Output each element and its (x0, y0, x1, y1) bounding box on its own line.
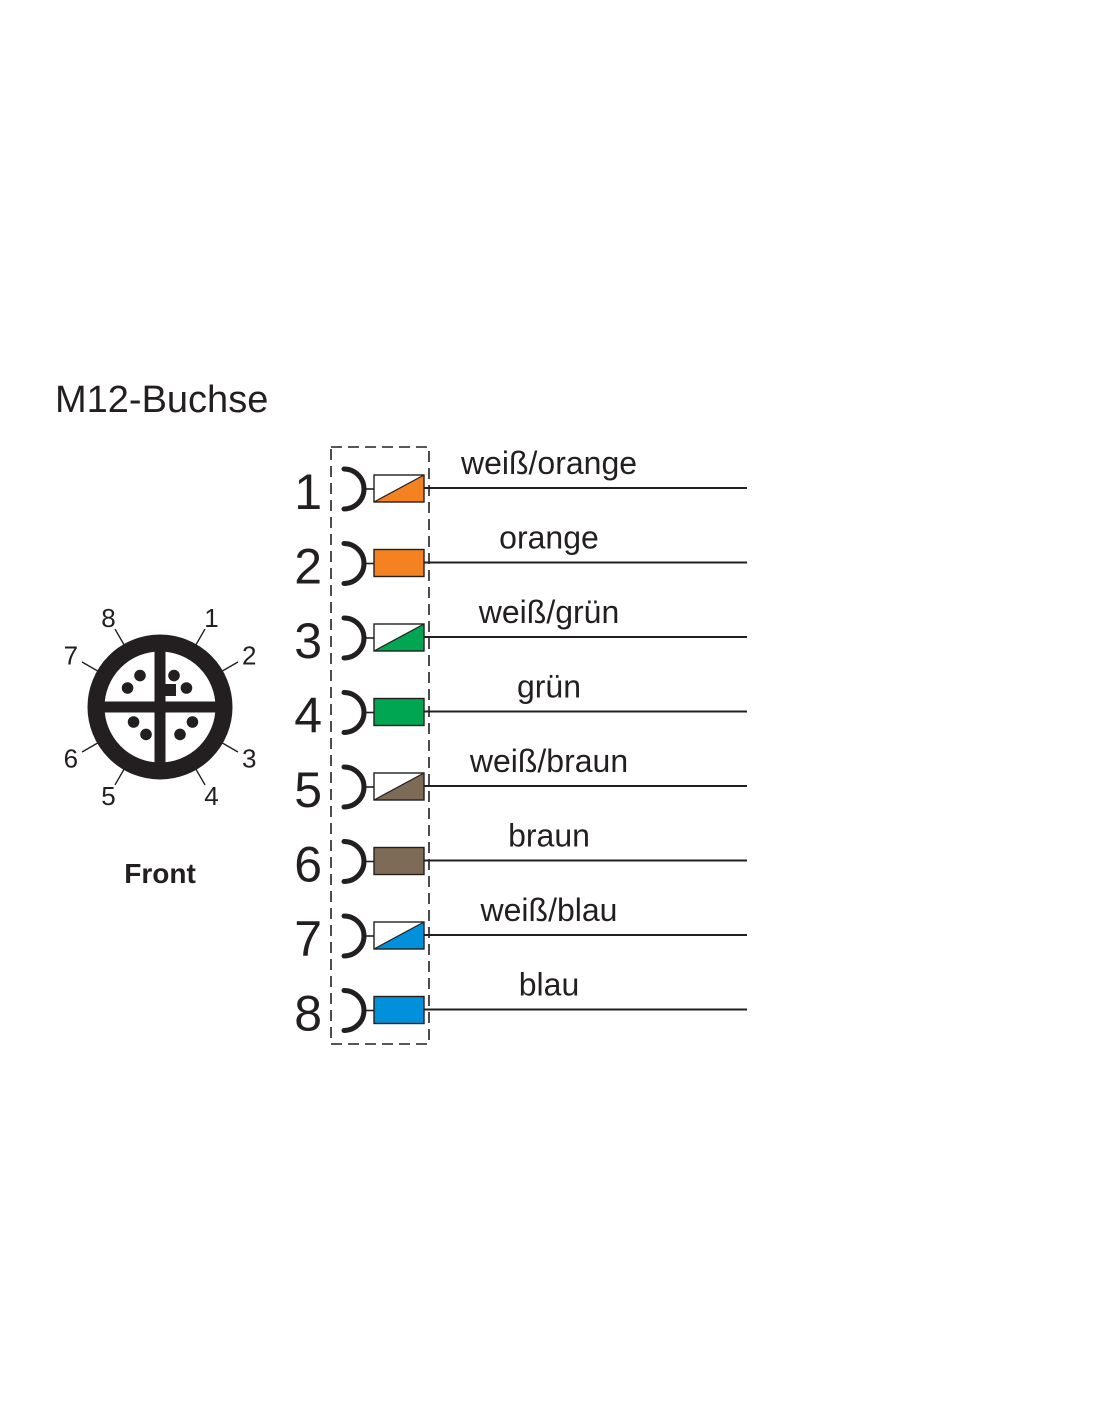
front-pin-number-8: 8 (101, 603, 115, 633)
wire-pin-number: 7 (294, 911, 322, 967)
contact-dot-4 (174, 728, 186, 741)
wire-pin-number: 8 (294, 986, 322, 1042)
front-pin-number-2: 2 (242, 641, 256, 671)
front-label: Front (124, 858, 196, 889)
contact-dot-6 (127, 716, 140, 728)
wire-pin-number: 3 (294, 613, 322, 669)
wire-pin-number: 1 (294, 464, 322, 520)
socket-contact-icon (341, 988, 367, 1033)
wire-stripe-divider (373, 623, 425, 652)
wire-color-label: weiß/blau (480, 892, 618, 928)
connector-key (160, 684, 176, 696)
front-pin-number-3: 3 (242, 744, 256, 774)
wire-stripe-divider (373, 921, 425, 950)
contact-dot-8 (134, 669, 146, 682)
socket-contact-icon (341, 913, 367, 959)
wire-pin-number: 4 (294, 688, 322, 744)
wire-color-label: weiß/orange (460, 445, 637, 481)
contact-dot-2 (180, 682, 193, 694)
wire-color-label: braun (508, 818, 590, 854)
wire-row-1: 1 weiß/orange (294, 445, 747, 520)
contact-dot-1 (168, 669, 180, 682)
diagram-title: M12-Buchse (55, 379, 268, 421)
wire-color-label: orange (499, 520, 599, 556)
wire-color-label: blau (519, 967, 580, 1003)
wire-color-label: weiß/braun (469, 743, 628, 779)
wire-pin-number: 5 (294, 762, 322, 818)
socket-contact-icon (341, 541, 367, 586)
wire-row-8: 8 blau (294, 967, 747, 1042)
contact-dot-5 (140, 728, 152, 741)
wire-row-3: 3 weiß/grün (294, 594, 747, 669)
socket-contact-icon (341, 466, 367, 512)
socket-contact-icon (341, 690, 367, 735)
socket-contact-icon (341, 615, 367, 661)
front-pin-number-5: 5 (101, 781, 115, 811)
contact-dot-3 (186, 716, 199, 728)
socket-contact-icon (341, 764, 367, 810)
wire-color-swatch (373, 846, 425, 876)
front-pin-number-7: 7 (64, 641, 78, 671)
wire-row-4: 4 grün (294, 669, 747, 744)
wire-row-7: 7 weiß/blau (294, 892, 747, 967)
front-pin-number-1: 1 (204, 603, 218, 633)
wire-pin-number: 2 (294, 539, 322, 595)
wire-row-2: 2 orange (294, 520, 747, 595)
contact-dot-7 (121, 682, 134, 694)
wire-pin-number: 6 (294, 837, 322, 893)
front-pin-number-4: 4 (204, 781, 218, 811)
wire-color-label: grün (517, 669, 581, 705)
wire-row-5: 5 weiß/braun (294, 743, 747, 818)
front-pin-number-6: 6 (64, 744, 78, 774)
wire-color-swatch (373, 697, 425, 727)
wire-stripe-divider (373, 474, 425, 503)
wire-stripe-divider (373, 772, 425, 801)
front-pin-numbers: 12 34 56 78 (64, 603, 257, 811)
wire-color-swatch (373, 548, 425, 578)
socket-contact-icon (341, 839, 367, 884)
terminal-block-outline (330, 446, 430, 1045)
contact-dots (121, 669, 199, 741)
wire-row-6: 6 braun (294, 818, 747, 893)
wire-color-swatch (373, 995, 425, 1025)
wire-list: 1 weiß/orange 2 orange 3 weiß/grün 4 grün 5 weiß/… (294, 445, 747, 1042)
wire-color-label: weiß/grün (478, 594, 620, 630)
connector-front-view: 12 34 56 78 Front (64, 603, 257, 889)
